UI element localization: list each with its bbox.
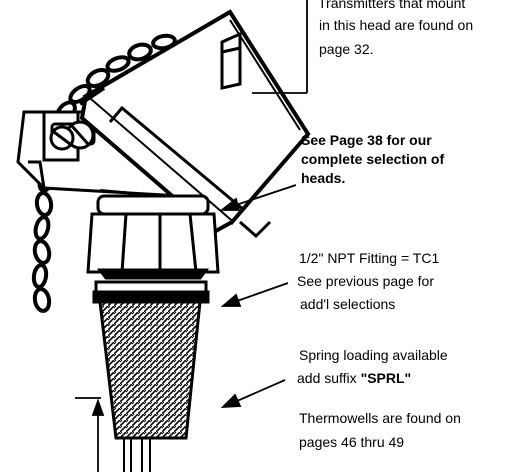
transmitters-note-line-3: page 32.	[319, 41, 374, 57]
npt-fitting	[92, 280, 210, 440]
cover-post	[220, 31, 242, 90]
thermowell-note-line-2: pages 46 thru 49	[299, 434, 405, 450]
fitting-note-line-1: 1/2" NPT Fitting = TC1	[299, 250, 440, 266]
lead-wires	[123, 438, 151, 472]
spring-note-prefix: add suffix	[297, 370, 361, 386]
heads-note-line-1: See Page 38 for our	[301, 132, 432, 148]
leader-arrows	[75, 184, 297, 472]
transmitters-note-line-2: in this head are found on	[319, 17, 474, 33]
heads-note-line-3: heads.	[301, 170, 346, 186]
hex-nut	[86, 194, 220, 280]
transmitters-note-line-1: Transmitters that mount	[318, 0, 466, 11]
transmitters-bracket	[252, 0, 308, 94]
fitting-note-line-3: add'l selections	[300, 296, 396, 312]
spring-suffix-code: "SPRL"	[360, 370, 412, 386]
cover-screws	[49, 120, 96, 151]
spring-note-line-2: add suffix "SPRL"	[297, 369, 411, 387]
thermowell-note-line-1: Thermowells are found on	[299, 410, 461, 426]
fitting-note-line-2: See previous page for	[297, 273, 434, 289]
spring-note-line-1: Spring loading available	[299, 347, 448, 363]
heads-note-line-2: complete selection of	[301, 151, 445, 167]
